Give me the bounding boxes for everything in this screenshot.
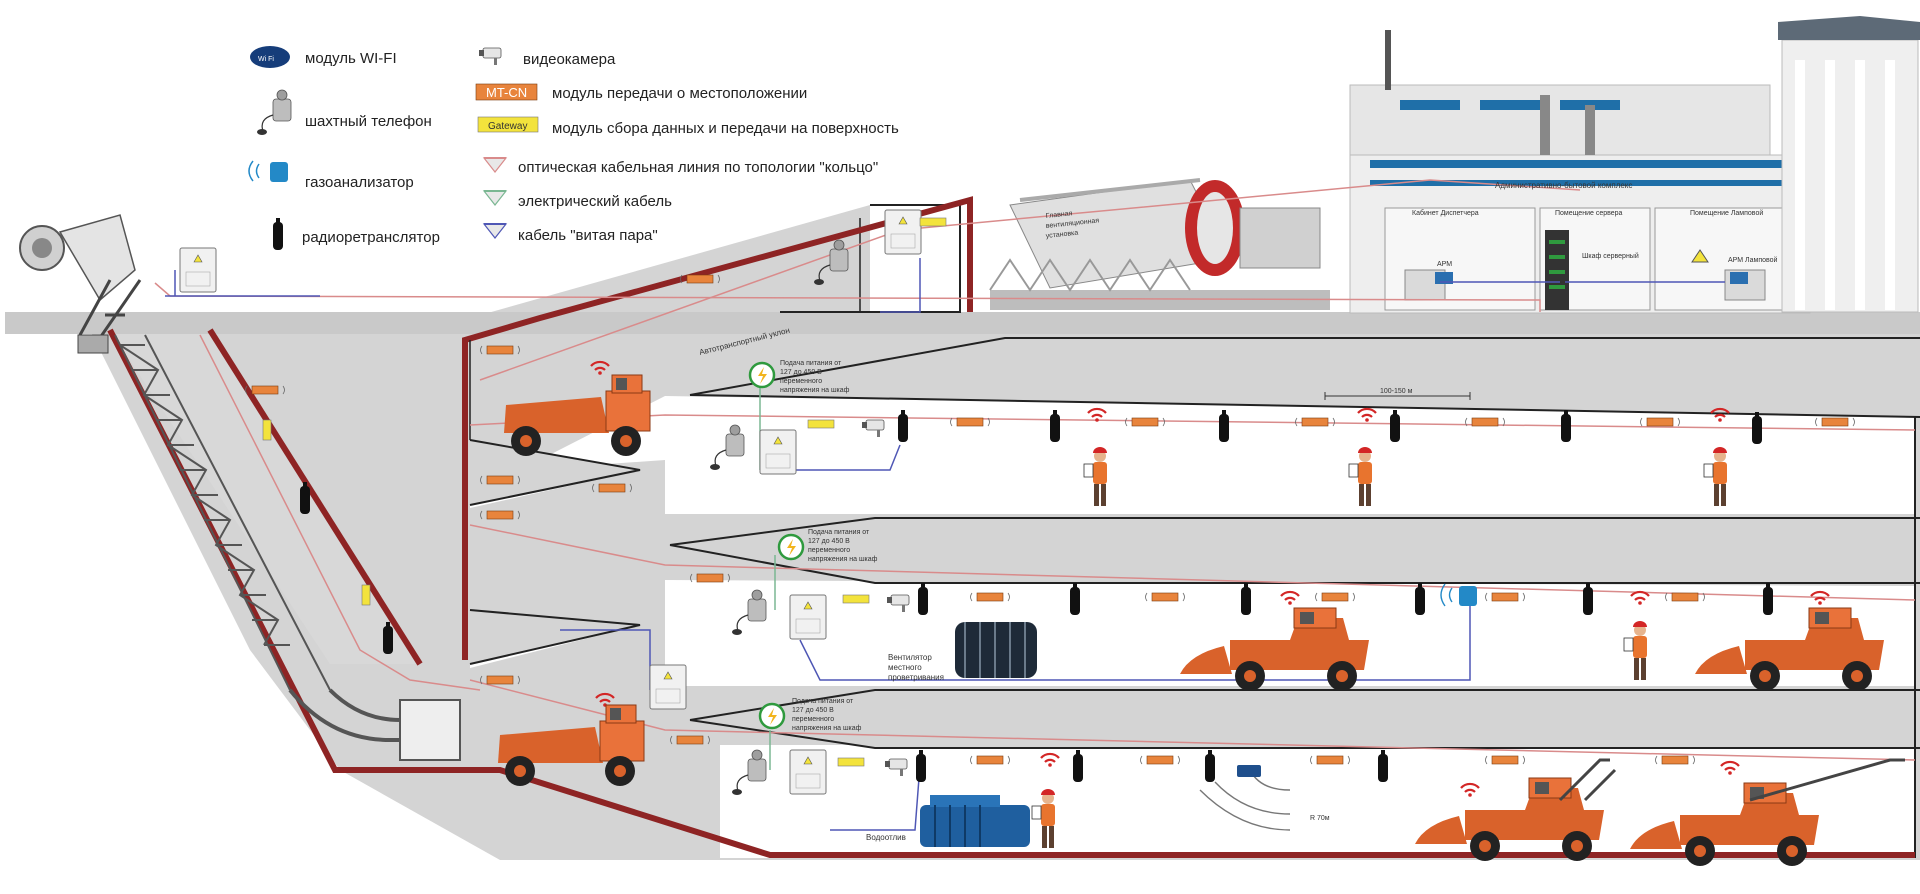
gas-analyzer-device xyxy=(1440,583,1477,607)
svg-text:Вентилятор: Вентилятор xyxy=(888,653,932,662)
legend-radio-icon xyxy=(273,218,283,250)
shaft-wall xyxy=(207,328,423,666)
fan-label-1: Главная xyxy=(1045,210,1072,220)
legend-camera: видеокамера xyxy=(523,51,616,68)
headframe xyxy=(19,214,142,354)
room-1-label: Кабинет Диспетчера xyxy=(1412,209,1479,217)
svg-text:переменного: переменного xyxy=(808,547,850,554)
pillar-1 xyxy=(690,338,1920,417)
legend-twisted: кабель "витая пара" xyxy=(518,227,658,244)
power-note-1: Подача питания от 127 до 450 В переменно… xyxy=(780,360,850,394)
pillar-left-2 xyxy=(470,610,640,664)
svg-text:напряжения на шкаф: напряжения на шкаф xyxy=(808,556,878,563)
legend: Wi Fi модуль WI-FI шахтный телефон газоа… xyxy=(248,46,899,250)
water-pump xyxy=(920,795,1030,847)
svg-text:Подача питания от: Подача питания от xyxy=(808,529,870,536)
svg-text:переменного: переменного xyxy=(792,716,834,723)
fan-label-3: установка xyxy=(1045,230,1078,240)
outer-wall xyxy=(107,328,1915,858)
gateway-modules xyxy=(262,217,947,767)
svg-text:Подача питания от: Подача питания от xyxy=(792,698,854,705)
distance-marker xyxy=(1324,392,1471,400)
legend-wifi-badge: Wi Fi xyxy=(258,56,274,63)
local-fan xyxy=(955,622,1037,678)
room-2-label: Помещение сервера xyxy=(1555,210,1623,217)
admin-complex xyxy=(1349,16,1920,314)
local-fan-label: Вентилятор местного проветривания xyxy=(888,653,944,682)
power-note-3: Подача питания от 127 до 450 В переменно… xyxy=(792,698,862,732)
pillar-left-1 xyxy=(470,440,640,505)
power-note-2: Подача питания от 127 до 450 В переменно… xyxy=(808,529,878,563)
wifi-range xyxy=(1199,765,1291,831)
room-3-label: Помещение Ламповой xyxy=(1690,209,1763,217)
legend-electric-icon xyxy=(482,190,508,206)
drainage-label: Водоотлив xyxy=(866,833,906,842)
ground-surface xyxy=(5,312,1920,334)
svg-text:Подача питания от: Подача питания от xyxy=(780,360,842,367)
legend-electric: электрический кабель xyxy=(518,193,672,210)
legend-radio: радиоретранслятор xyxy=(302,229,440,246)
svg-text:проветривания: проветривания xyxy=(888,673,944,682)
drill-rigs xyxy=(1558,758,1905,802)
legend-mtcn-icon xyxy=(475,83,538,101)
legend-optic-icon xyxy=(482,157,508,173)
legend-gas: газоанализатор xyxy=(305,174,414,191)
svg-text:переменного: переменного xyxy=(780,378,822,385)
optic-cable xyxy=(154,179,1916,761)
shaft-lattice xyxy=(114,334,461,761)
main-fan xyxy=(989,178,1330,310)
svg-text:напряжения на шкаф: напряжения на шкаф xyxy=(792,725,862,732)
pillar-2 xyxy=(670,518,1920,583)
legend-gateway: модуль сбора данных и передачи на поверх… xyxy=(552,120,899,137)
arm-2-label: АРМ Ламповой xyxy=(1728,256,1778,264)
pillar-3 xyxy=(690,690,1920,748)
legend-mtcn: модуль передачи о местоположении xyxy=(552,85,807,102)
svg-text:127 до 450 В: 127 до 450 В xyxy=(780,369,822,376)
range-label: R 70м xyxy=(1310,815,1330,822)
upper-ramp-rock xyxy=(470,205,870,340)
legend-wifi: модуль WI-FI xyxy=(305,50,397,67)
legend-optic: оптическая кабельная линия по топологии … xyxy=(518,159,878,176)
shaft-rock xyxy=(110,330,420,664)
legend-gateway-badge: Gateway xyxy=(488,121,527,132)
admin-label: Административно-бытовой комплекс xyxy=(1495,181,1632,190)
legend-gateway-icon xyxy=(477,116,539,133)
svg-text:127 до 450 В: 127 до 450 В xyxy=(808,538,850,545)
svg-text:127 до 450 В: 127 до 450 В xyxy=(792,707,834,714)
svg-text:напряжения на шкаф: напряжения на шкаф xyxy=(780,387,850,394)
legend-mtcn-badge: MT-CN xyxy=(486,85,527,100)
arm-1-label: АРМ xyxy=(1437,261,1452,268)
distance-label: 100-150 м xyxy=(1380,388,1413,395)
legend-twisted-icon xyxy=(482,223,508,239)
legend-camera-icon xyxy=(478,47,502,66)
server-label: Шкаф серверный xyxy=(1582,252,1639,260)
legend-phone-icon xyxy=(256,89,292,136)
legend-gas-icon xyxy=(270,162,288,182)
legend-phone: шахтный телефон xyxy=(305,113,432,130)
svg-text:местного: местного xyxy=(888,663,922,672)
